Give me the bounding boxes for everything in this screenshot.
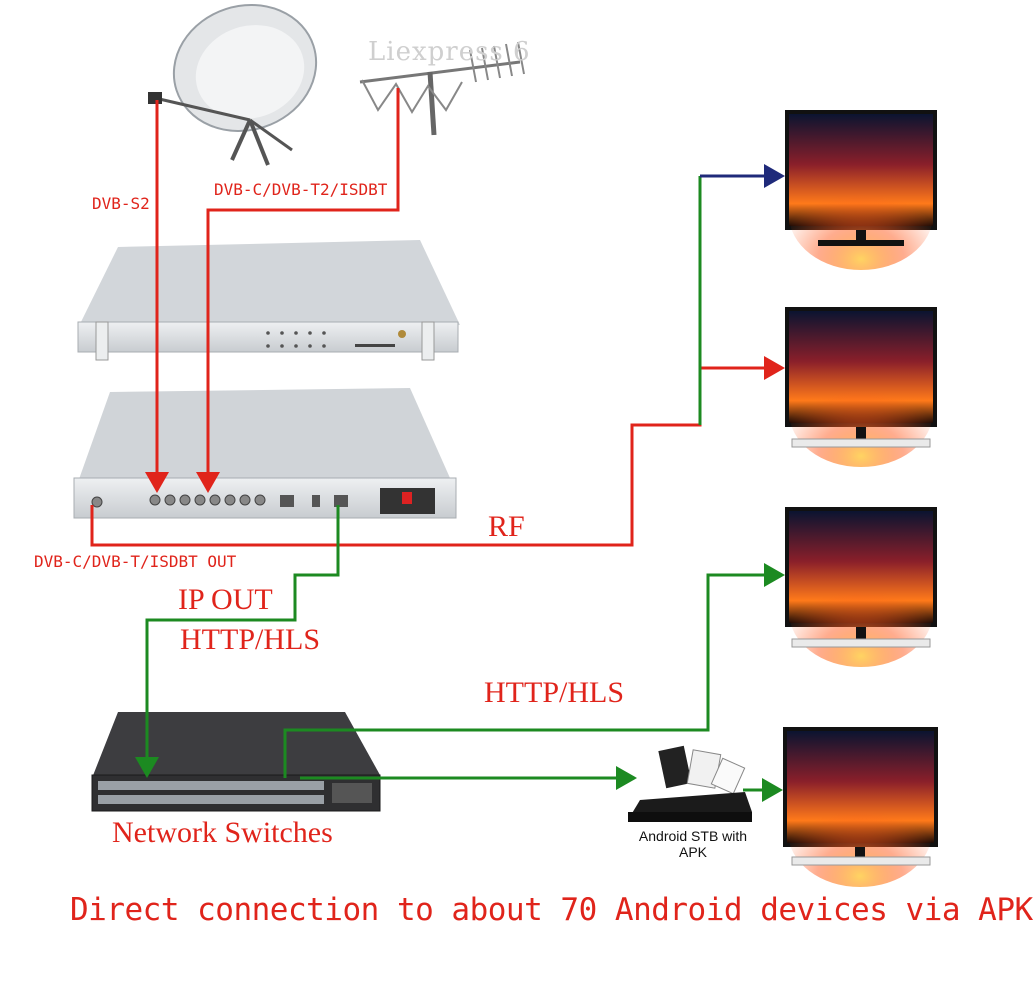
headend-device-top-icon [77, 240, 460, 361]
tv-icon [785, 307, 937, 467]
network-switch-icon [91, 712, 381, 812]
android-stb-label: Android STB with APK [608, 828, 778, 860]
antenna-icon [359, 41, 525, 136]
satellite-dish-icon [148, 3, 318, 166]
tv-icon [785, 507, 937, 667]
network-switches-label: Network Switches [112, 816, 333, 849]
http-hls-label-left: HTTP/HLS [180, 623, 321, 656]
tv-icon [783, 727, 938, 887]
dvb-s2-label: DVB-S2 [92, 194, 150, 213]
ip-out-label: IP OUT [178, 583, 273, 616]
watermark-text: Liexpress 6 [368, 37, 531, 67]
headend-device-bottom-icon [73, 388, 457, 519]
dvb-out-label: DVB-C/DVB-T/ISDBT OUT [34, 552, 237, 571]
android-stb-label-line2: APK [678, 844, 707, 860]
dvb-c-t2-isdbt-label: DVB-C/DVB-T2/ISDBT [214, 180, 388, 199]
android-stb-icon [628, 745, 752, 822]
tv-icon [785, 110, 937, 270]
android-stb-label-line1: Android STB with [638, 828, 748, 844]
bottom-caption: Direct connection to about 70 Android de… [70, 892, 1033, 928]
http-hls-label-right: HTTP/HLS [484, 676, 625, 709]
ip-signal-lines [135, 176, 785, 802]
rf-label: RF [488, 510, 525, 543]
system-diagram [73, 3, 938, 887]
